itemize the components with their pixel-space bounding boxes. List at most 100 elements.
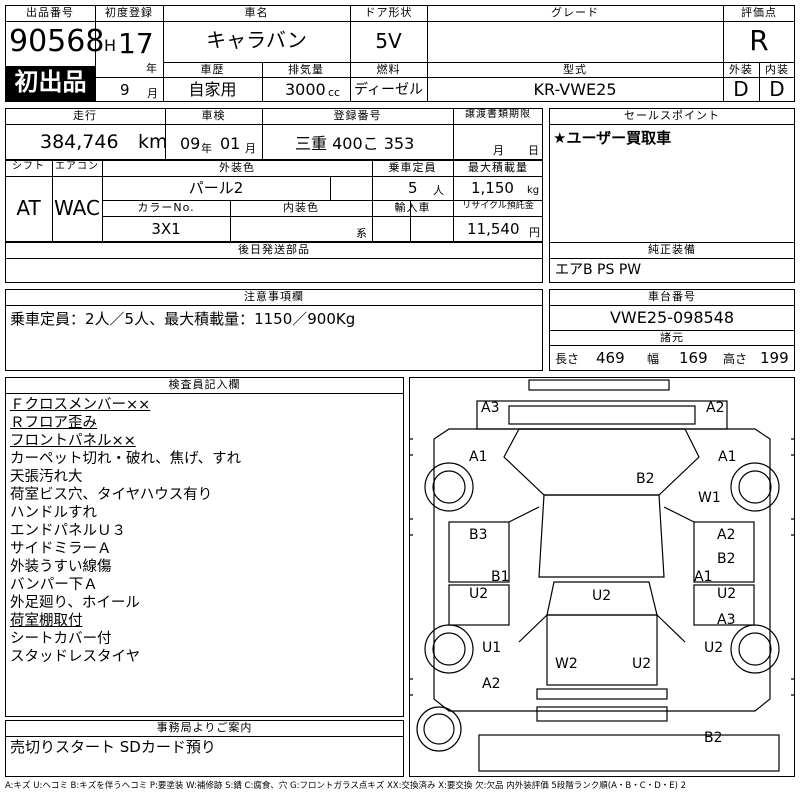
- inspector-note: ハンドルすれ: [10, 505, 97, 521]
- mileage-unit: km: [138, 131, 168, 153]
- inspector-note: エンドパネルＵ３: [10, 523, 126, 539]
- mark-a1-right-mid: A1: [694, 569, 713, 585]
- exterior-grade-label: 外装: [729, 63, 753, 76]
- mileage-label: 走行: [73, 109, 97, 122]
- door-label: ドア形状: [364, 6, 413, 19]
- width-label: 幅: [647, 352, 660, 366]
- car-name: キャラバン: [206, 28, 307, 52]
- mileage-block: [5, 108, 543, 160]
- first-listing-badge: [6, 66, 95, 101]
- inspection-month-unit: 月: [245, 142, 256, 155]
- month-unit: 月: [147, 87, 158, 100]
- first-reg-label: 初度登録: [105, 6, 153, 19]
- recycle-label: リサイクル預託金: [462, 201, 534, 211]
- mileage: 384,746: [40, 131, 119, 153]
- office-label: 事務局よりご案内: [156, 721, 253, 734]
- height-label: 高さ: [723, 352, 748, 366]
- ext-color-label: 外装色: [219, 161, 255, 174]
- genuine-equip-label: 純正装備: [648, 243, 696, 256]
- specs-label: 諸元: [660, 331, 684, 344]
- interior-grade: D: [769, 77, 785, 101]
- inspector-note: 外装うすい線傷: [10, 559, 112, 575]
- score-label: 評価点: [741, 6, 777, 19]
- deadline-label: 譲渡書類期限: [465, 109, 531, 120]
- inspection-month: 01: [220, 134, 241, 153]
- height: 199: [760, 349, 789, 367]
- exterior-grade: D: [733, 77, 749, 101]
- inspector-note: Ｆクロスメンバー××: [10, 397, 151, 413]
- mark-b1-left: B1: [491, 569, 510, 585]
- model: KR-VWE25: [533, 80, 617, 99]
- inspector-note: 荷室ビス穴、タイヤハウス有り: [10, 487, 213, 503]
- mark-u2-center: U2: [592, 588, 612, 604]
- mark-b2-bottom: B2: [704, 730, 723, 746]
- sales-point: ★ユーザー買取車: [553, 129, 672, 147]
- reg-number: 三重 400こ 353: [295, 134, 415, 153]
- aircon: WAC: [54, 196, 100, 220]
- inspection-year: 09: [180, 134, 201, 153]
- width: 169: [679, 349, 708, 367]
- mark-a1-right: A1: [718, 449, 737, 465]
- mark-a3-top: A3: [481, 400, 500, 416]
- chassis-label: 車台番号: [648, 290, 696, 303]
- shift-label: シフト: [12, 161, 45, 172]
- inspector-note: フロントパネル××: [10, 433, 136, 449]
- mark-a2-left-low: A2: [482, 676, 501, 692]
- lot-number: 90568: [9, 24, 105, 59]
- mark-u1-left: U1: [482, 640, 502, 656]
- inspection-year-unit: 年: [201, 142, 212, 155]
- inspector-note: Ｒフロア歪み: [10, 415, 97, 431]
- spec-block: [5, 160, 543, 242]
- displacement-unit: cc: [328, 86, 341, 99]
- first-listing-text: 初出品: [14, 68, 87, 96]
- recycle-unit: 円: [529, 226, 540, 239]
- inspection-label: 車検: [201, 109, 226, 122]
- ext-color: パール2: [188, 179, 244, 197]
- inspector-note: シートカバー付: [10, 631, 112, 647]
- history: 自家用: [188, 80, 237, 99]
- year-unit: 年: [146, 62, 157, 75]
- inspector-note: サイドミラーＡ: [10, 541, 112, 557]
- inspector-note: カーペット切れ・破れ、焦げ、すれ: [10, 451, 242, 467]
- later-parts-block: [5, 242, 543, 283]
- interior-grade-label: 内装: [765, 63, 789, 76]
- mark-u2-left: U2: [469, 586, 489, 602]
- reg-month: 9: [120, 81, 130, 99]
- inspector-note: スタッドレスタイヤ: [10, 649, 141, 665]
- genuine-equip: エアB PS PW: [555, 262, 642, 278]
- mark-a3-right: A3: [717, 612, 736, 628]
- deadline-month-unit: 月: [493, 144, 504, 157]
- color-no: 3X1: [151, 220, 181, 238]
- deadline-day-unit: 日: [528, 144, 539, 157]
- damage-diagram: [409, 377, 795, 777]
- caution: 乗車定員：2人／5人、最大積載量：1150／900Kg: [10, 310, 356, 328]
- caution-label: 注意事項欄: [244, 290, 304, 303]
- sales-point-block: [549, 108, 795, 283]
- mark-b2-right: B2: [717, 551, 736, 567]
- score: R: [749, 24, 769, 57]
- inspector-note: 外足廻り、ホイール: [10, 595, 140, 611]
- door-type: 5V: [375, 29, 402, 53]
- caution-block: [5, 289, 543, 371]
- mark-u2-right: U2: [717, 586, 737, 602]
- legend: A:キズ U:ヘコミ B:キズを伴うヘコミ P:要塗装 W:補修跡 S:錆 C:…: [5, 781, 687, 791]
- capacity-label: 乗車定員: [388, 161, 437, 174]
- reg-number-label: 登録番号: [333, 109, 382, 122]
- max-load-unit: kg: [527, 185, 540, 196]
- inspector-label: 検査員記入欄: [168, 378, 241, 391]
- capacity: 5: [408, 179, 418, 197]
- length-label: 長さ: [555, 352, 580, 366]
- mark-a2-top: A2: [706, 400, 725, 416]
- length: 469: [596, 349, 625, 367]
- mark-w1-right: W1: [698, 490, 721, 506]
- sales-point-label: セールスポイント: [624, 109, 720, 122]
- int-color-unit: 系: [356, 227, 367, 240]
- capacity-unit: 人: [433, 184, 444, 197]
- int-color-label: 内装色: [283, 201, 319, 214]
- fuel-label: 燃料: [376, 63, 401, 76]
- displacement-label: 排気量: [288, 63, 324, 76]
- color-no-label: カラーNo.: [137, 201, 195, 214]
- inspector-note: バンパー下Ａ: [10, 577, 98, 593]
- office-note: 売切りスタート SDカード預り: [10, 738, 216, 756]
- recycle: 11,540: [467, 220, 520, 238]
